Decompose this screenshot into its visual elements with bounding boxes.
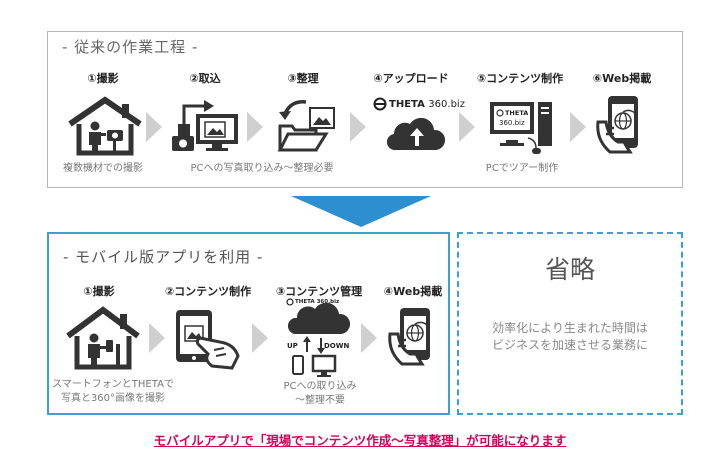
- chevron-right-icon: [149, 323, 165, 353]
- chevron-right-icon: [146, 112, 162, 142]
- folder-organize-icon: [277, 100, 335, 152]
- phone-web-icon: [596, 96, 638, 154]
- new-caption-manage-line1: PCへの取り込み: [283, 381, 357, 392]
- omitted-title: 省略: [544, 255, 595, 284]
- theta-screen-line1: THETA: [505, 109, 529, 117]
- old-caption-shooting: 複数機材での撮影: [63, 163, 143, 174]
- old-caption-import: PCへの写真取り込み～整理必要: [190, 163, 334, 174]
- old-step-2-label: ②取込: [189, 72, 221, 85]
- new-caption-shooting-line2: 写真と360°画像を撮影: [60, 393, 166, 404]
- new-step-2-label: ②コンテンツ制作: [164, 285, 252, 298]
- new-step-3-label: ③コンテンツ管理: [275, 285, 363, 298]
- house-phone-icon: [66, 306, 140, 370]
- omitted-description: 効率化により生まれた時間は ビジネスを加速させる業務に: [459, 320, 681, 354]
- new-process-title: - モバイル版アプリを利用 -: [63, 248, 264, 266]
- chevron-right-icon: [570, 112, 586, 142]
- tablet-touch-icon: [176, 310, 240, 370]
- omitted-desc-line1: 効率化により生まれた時間は: [492, 321, 648, 335]
- down-arrow-icon: [291, 196, 431, 227]
- old-process-box: - 従来の作業工程 -: [47, 31, 683, 188]
- down-arrow-shape: [291, 196, 431, 227]
- old-step-4-label: ④アップロード: [373, 72, 449, 85]
- new-process-box: - モバイル版アプリを利用 -: [47, 232, 450, 415]
- old-process-title: - 従来の作業工程 -: [62, 38, 199, 56]
- new-caption-shooting-line1: スマートフォンとTHETAで: [52, 379, 174, 390]
- new-step-1-label: ①撮影: [83, 285, 115, 298]
- bottom-note-text: モバイルアプリで「現場でコンテンツ作成～写真整理」が可能になります: [153, 433, 567, 448]
- old-step-3-label: ③整理: [287, 72, 319, 85]
- old-caption-production: PCでツアー制作: [485, 163, 559, 174]
- up-label: UP: [287, 342, 298, 350]
- cloud-sync-icon: [286, 298, 351, 377]
- theta-domain-text: 360.biz: [428, 99, 465, 110]
- chevron-right-icon: [350, 112, 366, 142]
- pc-production-icon: [490, 102, 552, 154]
- theta-screen-line2: 360.biz: [499, 119, 525, 127]
- theta-small-logo: THETA 360.biz: [295, 299, 340, 305]
- old-step-1-label: ①撮影: [87, 72, 119, 85]
- new-caption-manage-line2: ～整理不要: [294, 395, 345, 406]
- bottom-note: モバイルアプリで「現場でコンテンツ作成～写真整理」が可能になります: [0, 430, 720, 449]
- house-camera-icon: [68, 96, 142, 156]
- old-step-6-label: ⑥Web掲載: [592, 72, 652, 85]
- new-step-4-label: ④Web掲載: [383, 285, 443, 298]
- omitted-desc-line2: ビジネスを加速させる業務に: [491, 338, 648, 352]
- chevron-right-icon: [361, 323, 377, 353]
- import-to-pc-icon: [172, 100, 238, 151]
- chevron-right-icon: [247, 112, 263, 142]
- omitted-box: 省略 効率化により生まれた時間は ビジネスを加速させる業務に: [457, 232, 683, 415]
- chevron-right-icon: [459, 112, 475, 142]
- chevron-right-icon: [252, 323, 268, 353]
- down-label: DOWN: [324, 342, 350, 350]
- theta-logo-text: THETA: [389, 99, 425, 110]
- phone-web-icon: [388, 308, 430, 366]
- old-step-5-label: ⑤コンテンツ制作: [476, 72, 564, 85]
- theta-cloud-upload-icon: [373, 97, 446, 151]
